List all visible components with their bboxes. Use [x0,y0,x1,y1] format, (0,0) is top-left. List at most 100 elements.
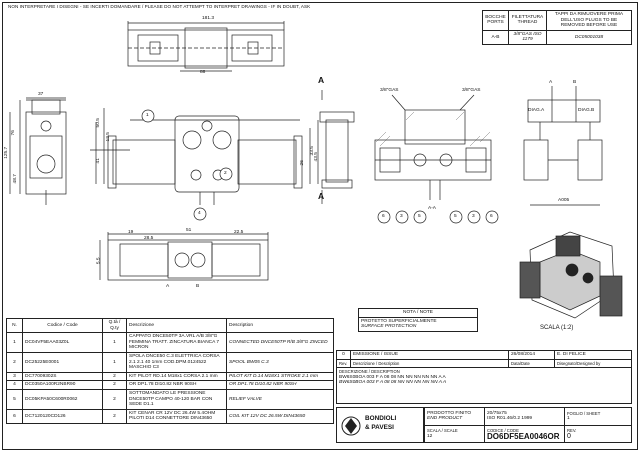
bom-table: N. Codice / Code Q.tà / Q.ty Descrizione… [6,317,334,424]
front-valve-body [174,115,240,193]
iso-value: ISO R01.46/0.2 1999 [487,416,533,422]
rev-label: Disegnato/Designed by [554,358,632,369]
bom-cell: 4 [6,380,23,390]
bom-cell: SPOLA DNCE50 C.3 ELETTRICA CORSA 2.1 2.1… [126,351,227,373]
bom-cell: CONNECTED DNCE50TP R/B 3/8"G ZINCED [226,332,334,353]
dim-side-125: 125.7 [4,146,10,159]
section-marker-top: A [318,75,325,85]
front-left-coil [112,139,176,185]
description-label: DESCRIZIONE / DESCRIPTION [339,369,400,375]
scale-value: 12 [427,433,433,439]
bom-cell: 2 [6,351,23,373]
balloon-5a: 5 [418,214,421,219]
dim-19: 19 [128,230,134,235]
dim-28-5: 28.5 [144,236,154,241]
bom-cell: RELIEF VALVE [226,388,334,410]
ports-header-thread: FILETTATURA THREAD [508,10,547,31]
bottom-view-outline [107,239,269,281]
sheet-label: FOGLIO / SHEET [567,410,601,416]
bom-cell: 1 [6,332,23,353]
tolerance-value: 20/75x75 [487,410,507,416]
bom-cell: DC25225E0001 [22,351,103,373]
rev-label: Rev. [336,358,351,369]
bom-cell: DC7120120CD126 [22,408,103,424]
company-logo: BONDIOLI & PAVESI [336,407,424,443]
dim-41: 41 [95,158,101,164]
bom-header: N. [6,317,23,334]
header-note: NON INTERPRETARE I DISEGNI - SE INCERTI … [8,4,311,9]
scale-label: SCALA / SCALE [427,428,458,434]
balloon-2: 2 [224,171,227,176]
gas-label-right: 3/8"GAS [462,88,481,93]
port-label-b: B [196,284,200,289]
bom-cell: OR DP1.78 DI10.82 NBR 90SH [226,380,334,390]
bom-cell: 6 [6,408,23,424]
bom-cell: DC05KPA50C600R0062 [22,388,103,410]
dim-side-76: 76 [10,130,16,136]
bom-cell: DC04VF5EAA03Z0L [22,332,103,353]
balloon-3b: 3 [472,214,475,219]
ports-cell: DC05001038 [546,29,632,45]
dim-side-48: 48.7 [12,174,18,184]
dim-22-5: 22.5 [234,230,244,235]
note-line: PROTETTO SUPERFICIALMENTE [361,318,437,324]
dim-side-width: 37 [38,92,44,97]
dim-5-5: 5.5 [96,257,102,265]
balloon-5b: 5 [454,214,457,219]
note-title: NOTA / NOTE [358,308,478,318]
symbol-coil-a: DIAG.A [528,108,545,113]
rev-value: 0 [567,432,571,440]
rev-cell: EMISSIONE / ISSUE [350,350,509,360]
bom-cell: 2 [102,388,127,410]
gas-label-left: 3/8"GAS [380,88,399,93]
bom-header: Q.tà / Q.ty [102,317,127,334]
bom-header: Codice / Code [22,317,103,334]
side-view-outline [25,111,67,195]
bom-row: 6 DC7120120CD126 2 KIT CENAR CR 12V DC 2… [6,408,334,424]
bom-cell: 2 [102,371,127,382]
iso-scale-label: SCALA (1:2) [540,325,574,331]
balloon-3a: 3 [400,214,403,219]
company-name-1: BONDIOLI [365,415,397,422]
dim-overall-length: 181.3 [202,16,215,21]
front-right-coil [237,139,297,185]
symbol-a: A [549,80,553,85]
symbol-b: B [573,80,577,85]
bom-cell: CAPPATO DNCE50TP 3A.VRL A/B 3/8"G FEMMIN… [126,332,227,353]
description-line: BW6S0BOA 003 F A 08 08 NN NN NN NN NN A … [339,380,447,386]
dim-43-5: 43.5 [313,152,319,162]
bom-cell: DC77009302S [22,371,103,382]
dim-12-5: 12.5 [105,132,111,142]
bom-row: 4 DC0350A100R2NBR90 2 OR DP1.78 DI10.82 … [6,380,334,390]
hydraulic-symbol [527,99,601,123]
ports-table: BOCCHE PORTS FILETTATURA THREAD TAPPI DA… [482,10,632,45]
dim-51: 51 [186,228,192,233]
bom-cell: KIT CENAR CR 12V DC 26.4W 5.4OHM PILOTI … [126,408,227,424]
bom-cell: SOTTOMANDATO LE PRESSIONE DNCE50TP CAMPO… [126,388,227,410]
balloon-1: 1 [146,113,149,118]
title-block: PRODOTTO FINITO END PRODUCT 20/75x75 ISO… [424,407,632,443]
bom-cell: SPOOL BW05 C.3 [226,351,334,373]
dim-26: 26 [299,160,305,166]
symbol-coil-b: DIAG.B [578,108,595,113]
note-line: SURFACE PROTECTION [361,324,417,330]
ports-header-plugs: TAPPI DA RIMUOVERE PRIMA DELL'USO PLUGS … [546,10,632,31]
bom-cell: COIL KIT 12V DC 26.5W DIN43650 [226,408,334,424]
bom-cell: 3 [6,371,23,382]
bom-row: 2 DC25225E0001 1 SPOLA DNCE50 C.3 ELETTR… [6,351,334,373]
product-label-en: END PRODUCT [427,416,463,422]
bom-cell: DC0350A100R2NBR90 [22,380,103,390]
bom-cell: 1 [102,332,127,353]
bom-row: 5 DC05KPA50C600R0062 2 SOTTOMANDATO LE P… [6,388,334,410]
dim-50-5: 50.5 [95,118,101,128]
rev-cell: 26/08/2014 [508,350,555,360]
rev-label: Descrizione / Description [350,358,509,369]
ports-cell: 3/8"GAS ISO 1179 [508,29,547,45]
bom-cell: 5 [6,388,23,410]
balloon-4: 4 [198,211,201,216]
section-marker-bottom: A [318,191,325,201]
description-line: BW6S0BOA 003 F A 08 08 NN NN NN NN NN A … [339,374,446,380]
